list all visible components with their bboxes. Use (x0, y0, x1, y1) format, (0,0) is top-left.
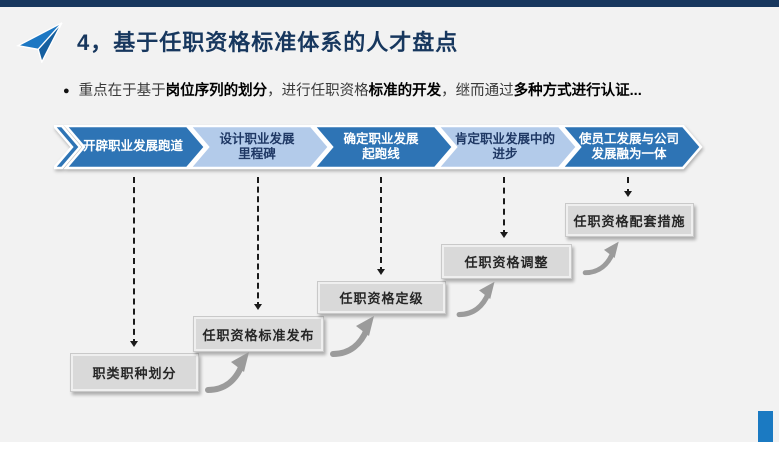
bullet-text-segment: 重点在于基于 (78, 83, 166, 99)
bullet-line: ● 重点在于基于岗位序列的划分，进行任职资格标准的开发，继而通过多种方式进行认证.… (63, 79, 763, 100)
page-title: 4，基于任职资格标准体系的人才盘点 (77, 30, 459, 55)
bullet-text-segment: ，进行任职资格 (267, 83, 369, 99)
chevron-shape-1 (63, 125, 207, 170)
chevron-shape-2 (187, 125, 331, 170)
step-box-4: 任职资格调整 (441, 244, 572, 279)
step-box-3: 任职资格定级 (317, 281, 446, 314)
chevron-shape-4 (435, 125, 579, 170)
bullet-text-segment: ，继而通过 (441, 83, 514, 99)
bullet-text-segment-bold: 标准的开发 (368, 83, 442, 99)
chevron-shape-3 (311, 125, 455, 170)
down-arrow-2 (254, 177, 262, 310)
process-chevron-band (54, 125, 703, 170)
down-arrow-4 (500, 177, 508, 238)
chevron-shape-5 (559, 125, 703, 170)
corner-accent (758, 411, 773, 442)
curve-arrow-1 (205, 352, 249, 393)
step-box-5: 任职资格配套措施 (565, 203, 694, 237)
bullet-marker: ● (63, 85, 70, 97)
curve-arrow-3 (456, 281, 495, 318)
bullet-text-segment-bold: 岗位序列的划分 (165, 83, 268, 99)
top-accent-bar (0, 0, 779, 7)
paper-plane-icon (16, 22, 63, 63)
down-arrow-1 (130, 177, 138, 347)
bullet-text-segment-bold: 多种方式进行认证... (513, 83, 642, 99)
curve-arrow-4 (582, 241, 619, 276)
curve-arrow-2 (330, 316, 374, 357)
step-box-1: 职类职种划分 (70, 353, 199, 392)
down-arrow-5 (624, 177, 632, 197)
down-arrow-3 (377, 177, 385, 275)
chevron-lead-wedge (54, 125, 82, 170)
step-box-2: 任职资格标准发布 (193, 316, 324, 352)
